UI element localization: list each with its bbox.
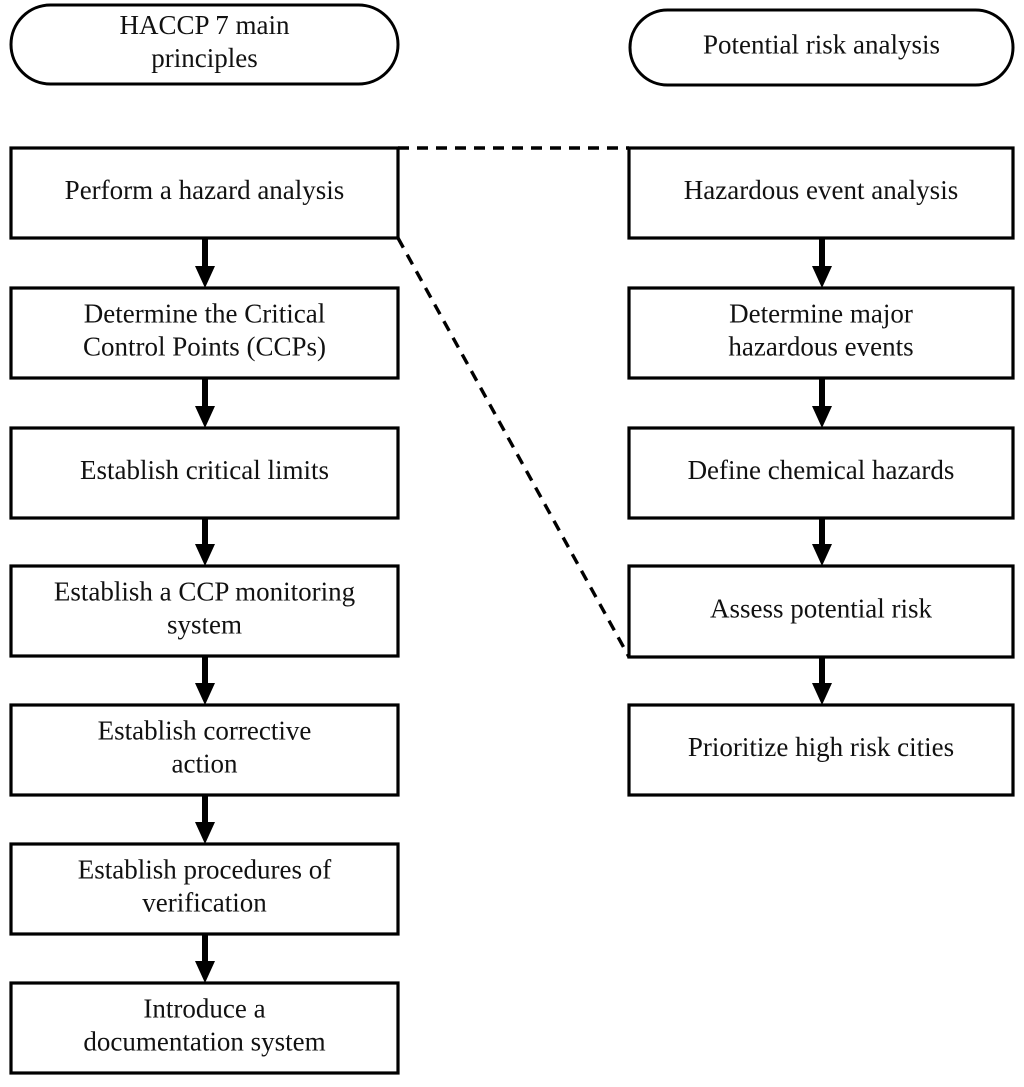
arrow-head <box>812 266 832 288</box>
risk-step-3-label: Define chemical hazards <box>688 455 955 485</box>
arrow-head <box>195 683 215 705</box>
flow-arrow <box>812 238 832 288</box>
haccp-step-3[interactable]: Establish critical limits <box>9 426 400 520</box>
haccp-step-1-label: Perform a hazard analysis <box>65 175 345 205</box>
risk-step-4-label: Assess potential risk <box>710 594 932 624</box>
haccp-header-shape <box>9 3 400 86</box>
arrow-head <box>195 544 215 566</box>
risk-step-5-label: Prioritize high risk cities <box>688 732 954 762</box>
risk-step-5-shape <box>627 703 1015 797</box>
haccp-step-4-shape <box>9 564 400 658</box>
haccp-step-3-shape <box>9 426 400 520</box>
risk-step-3-shape <box>627 426 1015 520</box>
arrow-head <box>812 406 832 428</box>
arrow-head <box>195 266 215 288</box>
arrow-head <box>195 961 215 983</box>
dashed-link-hazard-to-assess-risk <box>396 237 631 658</box>
haccp-step-2-shape <box>9 286 400 380</box>
flow-arrow <box>812 518 832 566</box>
arrow-head <box>195 406 215 428</box>
haccp-step-6-shape <box>9 842 400 936</box>
risk-step-3[interactable]: Define chemical hazards <box>627 426 1015 520</box>
risk-step-1[interactable]: Hazardous event analysis <box>627 146 1015 240</box>
haccp-step-5-shape <box>9 703 400 797</box>
haccp-step-7-shape <box>9 981 400 1075</box>
flow-arrow <box>812 657 832 705</box>
flow-arrow <box>195 518 215 566</box>
haccp-step-1[interactable]: Perform a hazard analysis <box>9 146 400 240</box>
risk-header-shape <box>628 8 1015 87</box>
risk-step-5[interactable]: Prioritize high risk cities <box>627 703 1015 797</box>
flow-arrow <box>195 656 215 705</box>
arrow-head <box>812 544 832 566</box>
risk-step-4-shape <box>627 564 1015 659</box>
column-risk: Potential risk analysis Hazardous event … <box>627 8 1015 797</box>
arrow-head <box>812 683 832 705</box>
flow-arrow <box>195 934 215 983</box>
flow-arrow <box>812 378 832 428</box>
haccp-step-1-shape <box>9 146 400 240</box>
risk-header-label: Potential risk analysis <box>703 30 940 60</box>
flow-arrow-group <box>195 238 832 983</box>
arrow-head <box>195 822 215 844</box>
risk-step-2-shape <box>627 286 1015 380</box>
risk-header-node[interactable]: Potential risk analysis <box>628 8 1015 87</box>
flow-arrow <box>195 238 215 288</box>
risk-step-1-label: Hazardous event analysis <box>684 175 958 205</box>
risk-step-4[interactable]: Assess potential risk <box>627 564 1015 659</box>
haccp-step-3-label: Establish critical limits <box>80 455 329 485</box>
flow-arrow <box>195 795 215 844</box>
dashed-link-group <box>396 146 631 658</box>
risk-step-1-shape <box>627 146 1015 240</box>
flow-arrow <box>195 378 215 428</box>
